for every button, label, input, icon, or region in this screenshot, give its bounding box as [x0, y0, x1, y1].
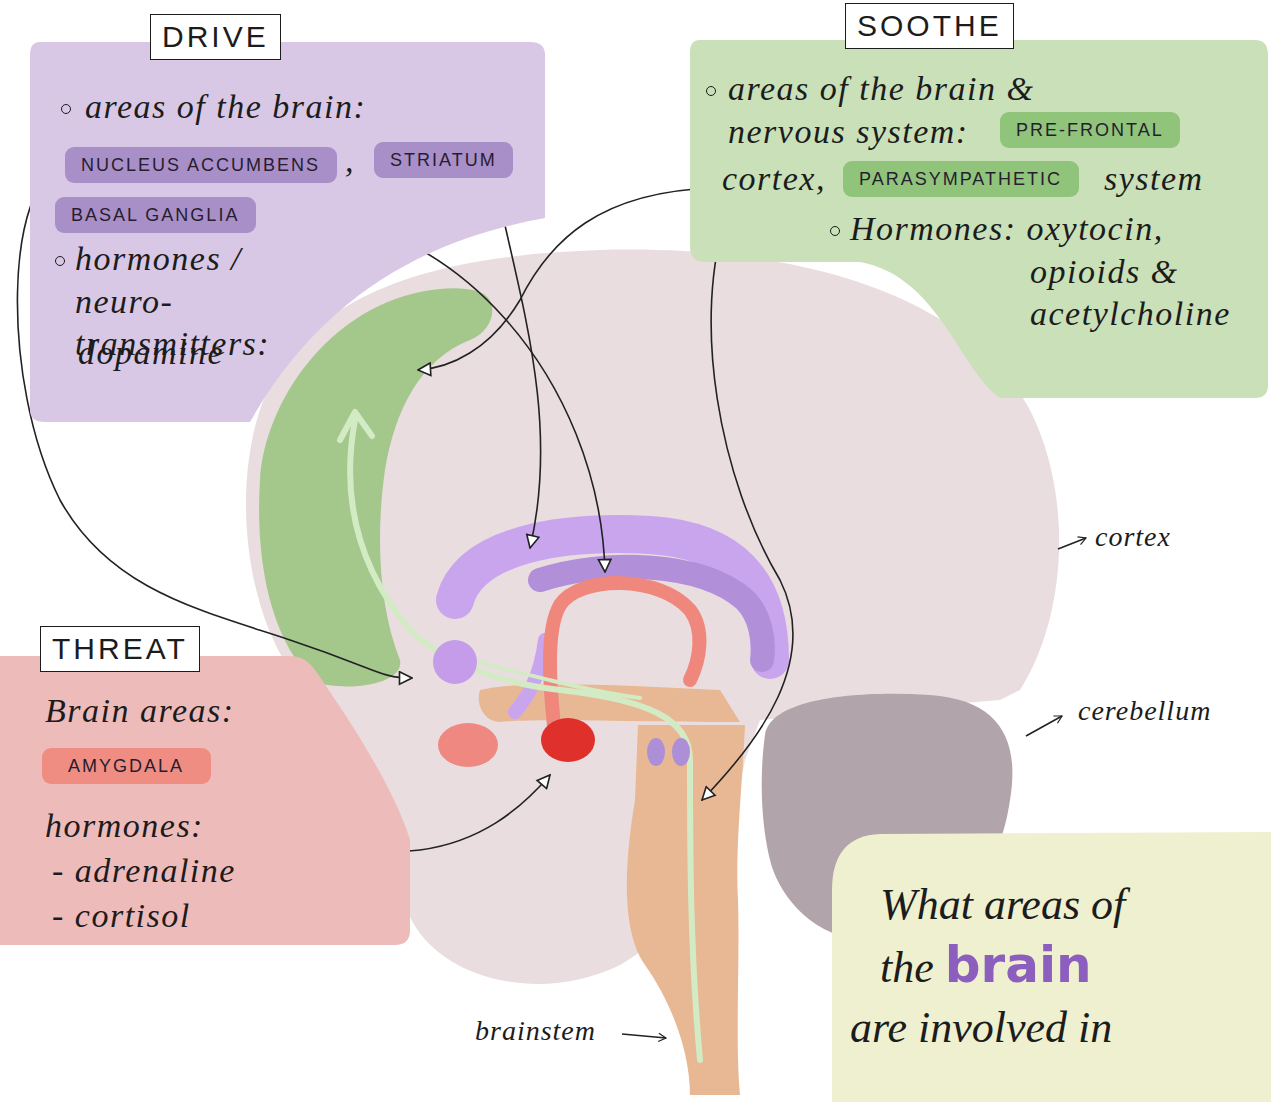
panel-text: dopamine	[78, 332, 224, 375]
question-text: brain	[945, 936, 1092, 994]
label-arrow	[1026, 716, 1062, 736]
panel-text: areas of the brain:	[85, 86, 366, 129]
soothe-panel: areas of the brain & nervous system:cort…	[688, 36, 1268, 398]
panel-fill	[832, 832, 1271, 1102]
accumbens-dot	[433, 640, 477, 684]
label-arrow	[622, 1034, 666, 1038]
panel-text: cortex,	[722, 158, 826, 201]
drive-panel: areas of the brain:,hormones / neuro- tr…	[28, 38, 548, 424]
bullet	[55, 256, 65, 266]
panel-title: SOOTHE	[845, 3, 1014, 49]
leader-arrow	[495, 180, 541, 548]
bullet	[830, 226, 840, 236]
panel-fill	[0, 656, 410, 945]
region-tag: STRIATUM	[374, 142, 513, 178]
region-tag: PRE-FRONTAL	[1000, 112, 1180, 148]
part-label: cortex	[1095, 520, 1171, 554]
region-tag: AMYGDALA	[42, 748, 211, 784]
pathway-head	[340, 412, 372, 440]
panel-text: Brain areas:	[45, 690, 235, 733]
panel-fill	[30, 42, 545, 422]
pathway-line	[350, 420, 700, 1060]
region-tag-text: PRE-FRONTAL	[1016, 119, 1164, 141]
panel-text: Hormones: oxytocin, opioids & acetylchol…	[1030, 208, 1245, 336]
region-tag-text: NUCLEUS ACCUMBENS	[81, 154, 320, 176]
question-text: are involved in	[850, 998, 1170, 1058]
region-tag: PARASYMPATHETIC	[843, 161, 1079, 197]
panel-text: hormones:	[45, 805, 204, 848]
hippocampus-arc	[550, 583, 699, 735]
olfactory-blob	[438, 723, 498, 767]
title-text: SOOTHE	[857, 9, 1002, 43]
corpus-arc	[455, 534, 770, 660]
nucleus-oval	[672, 738, 690, 766]
text-flow: What areas of the brain are involved in	[880, 875, 1170, 1058]
region-tag-text: BASAL GANGLIA	[71, 204, 239, 226]
leader-arrow	[702, 210, 793, 800]
threat-panel: Brain areas: hormones:- adrenaline- corti…	[0, 652, 412, 948]
region-tag-text: AMYGDALA	[68, 755, 184, 777]
title-text: THREAT	[52, 632, 188, 666]
panel-title: THREAT	[40, 626, 200, 672]
panel-fill	[690, 40, 1268, 398]
nucleus-oval	[647, 738, 665, 766]
title-text: DRIVE	[162, 20, 269, 54]
brainstem-shape	[627, 725, 745, 1095]
amygdala-shape	[541, 718, 595, 762]
part-label: brainstem	[475, 1014, 596, 1048]
bullet	[61, 104, 71, 114]
region-tag: BASAL GANGLIA	[55, 197, 256, 233]
bullet	[706, 86, 716, 96]
part-label: cerebellum	[1078, 694, 1211, 728]
panel-text: - cortisol	[52, 895, 191, 938]
panel-text: ,	[345, 140, 355, 183]
region-tag: NUCLEUS ACCUMBENS	[65, 147, 337, 183]
region-tag-text: PARASYMPATHETIC	[859, 168, 1062, 190]
panel-title: DRIVE	[150, 14, 281, 60]
panel-text: - adrenaline	[52, 850, 236, 893]
label-arrow	[1058, 538, 1086, 549]
panel-text: system	[1104, 158, 1204, 201]
question-box: What areas of the brain are involved in	[830, 830, 1271, 1102]
region-tag-text: STRIATUM	[390, 149, 497, 171]
pathway-branch	[470, 660, 640, 698]
